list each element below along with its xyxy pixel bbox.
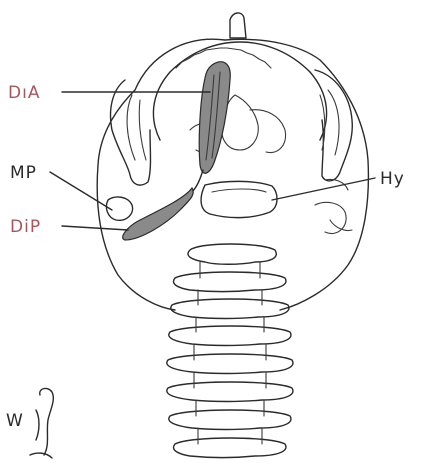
- w-bone-fragment: [30, 388, 53, 458]
- label-mp: MP: [10, 163, 37, 183]
- left-ramus-inner: [127, 95, 146, 160]
- skull-outline: [97, 39, 368, 310]
- hyoid-bone: [201, 181, 277, 217]
- label-dip: DiP: [10, 217, 41, 237]
- label-w: W: [6, 411, 24, 431]
- left-ramus: [111, 80, 151, 185]
- intermediate-tendon: [192, 170, 203, 192]
- leader-hy: [272, 178, 375, 200]
- hyoid-inner: [212, 189, 266, 192]
- label-dia: DıA: [8, 83, 40, 103]
- digastric-anterior-belly: [199, 62, 230, 173]
- mandible-outline: [153, 72, 326, 140]
- label-hy: Hy: [380, 169, 405, 189]
- incisor: [230, 13, 246, 38]
- right-mastoid: [315, 179, 352, 233]
- leader-mp: [50, 172, 112, 210]
- digastric-posterior-belly: [123, 188, 194, 240]
- cervical-spine: [167, 244, 293, 458]
- leader-dip: [62, 226, 128, 230]
